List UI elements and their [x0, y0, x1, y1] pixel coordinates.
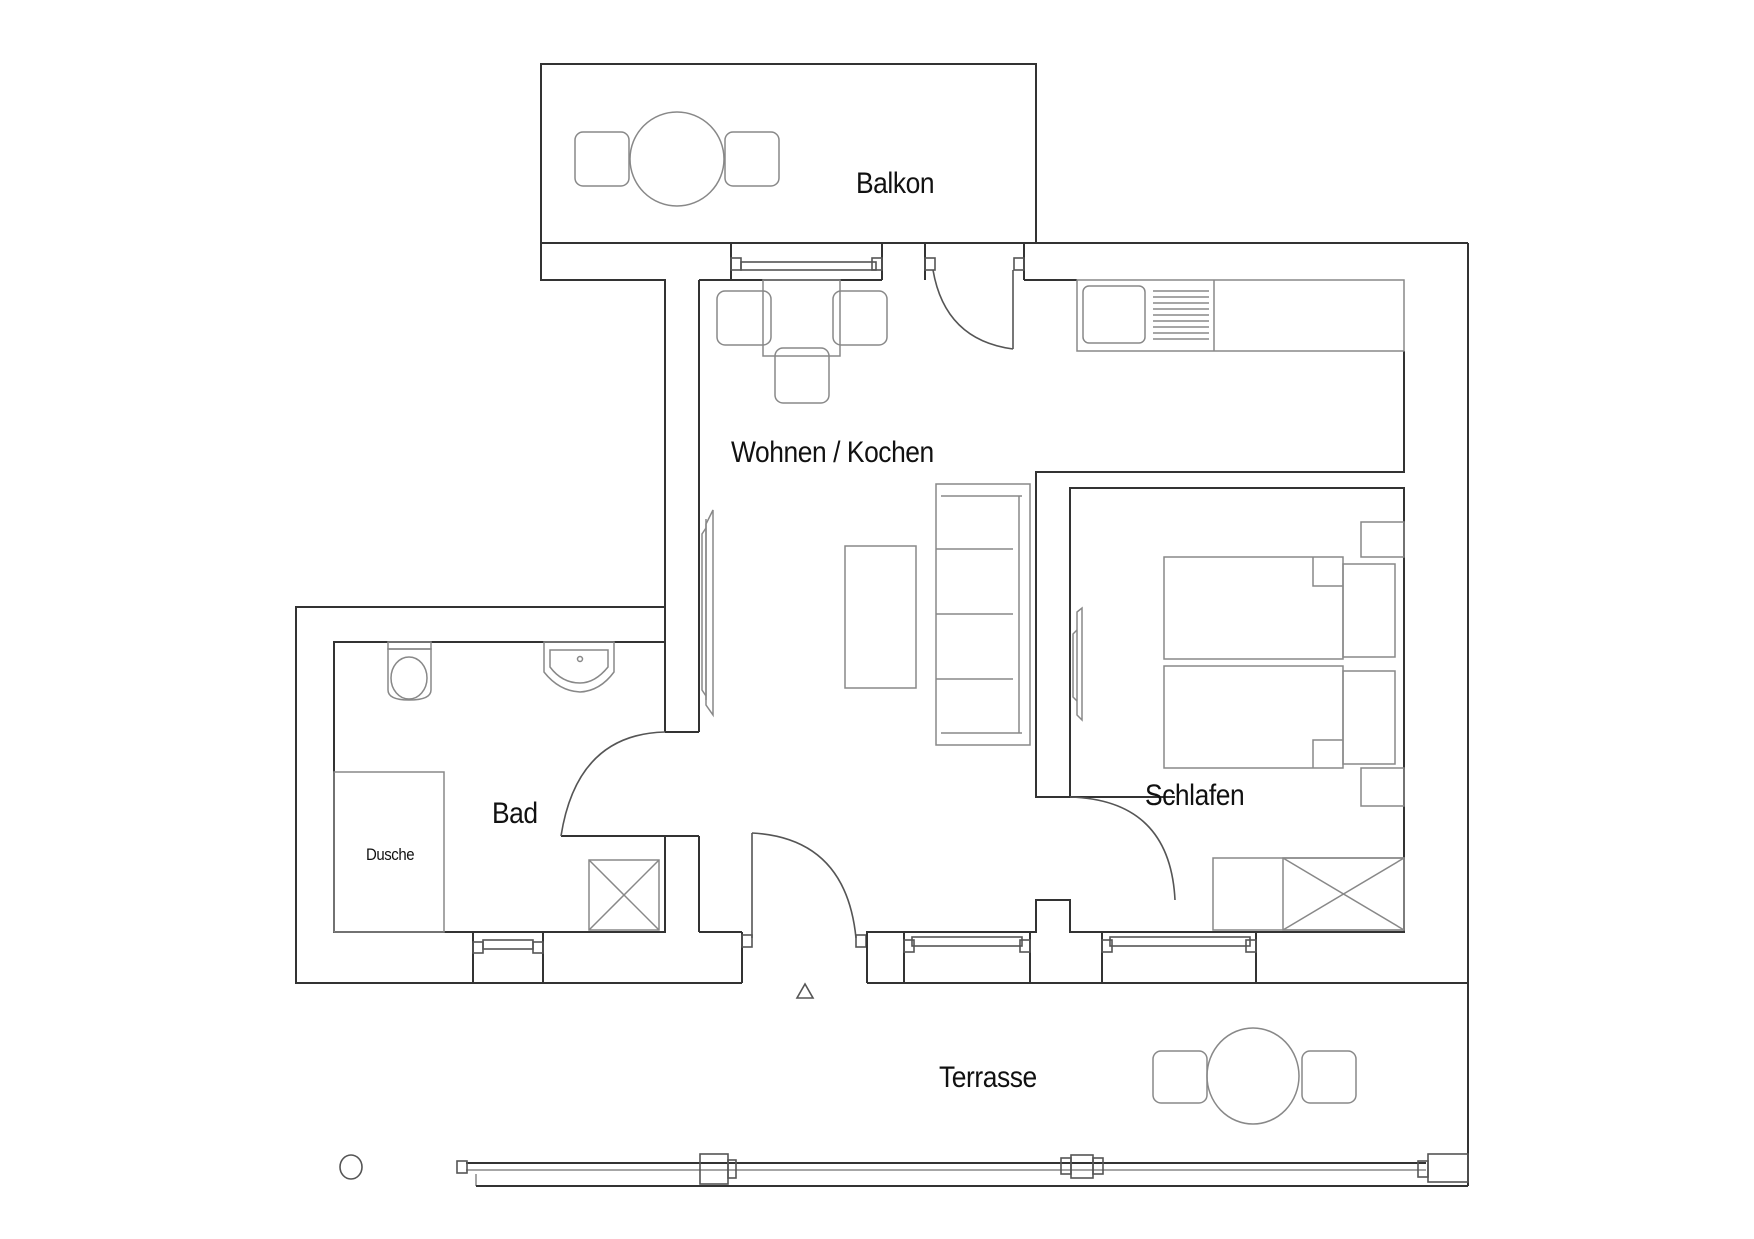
- bedroom-window: [1101, 932, 1257, 983]
- room-label-dusche: Dusche: [366, 845, 415, 864]
- bath-window: [472, 932, 544, 983]
- entrance-door: [741, 832, 867, 948]
- dining-set: [716, 279, 888, 404]
- bedroom-cabinet: [1212, 857, 1405, 931]
- bedroom-door: [1069, 796, 1176, 901]
- circle-marker-icon: [339, 1154, 363, 1180]
- interior-walls: [333, 280, 1405, 983]
- room-label-balkon: Balkon: [856, 167, 935, 200]
- toilet: [387, 641, 432, 701]
- tv-unit: [701, 509, 714, 718]
- bedroom-wardrobe-panel: [1072, 606, 1083, 722]
- kitchen-counter: [1076, 279, 1405, 352]
- living-window: [866, 932, 1031, 983]
- balcony-table-set: [574, 111, 780, 207]
- balcony-outline: [540, 63, 1037, 244]
- sink-drainboard-icon: [1153, 290, 1209, 340]
- terrace-railing: [456, 1153, 1469, 1187]
- shower-tray: [333, 771, 445, 933]
- room-label-bad: Bad: [492, 797, 538, 830]
- sofa: [935, 483, 1031, 746]
- outer-walls: [295, 242, 1469, 1186]
- terrace-table-set: [1152, 1027, 1357, 1125]
- coffee-table: [844, 545, 917, 689]
- entrance-triangle-icon: [795, 982, 815, 999]
- room-label-schlafen: Schlafen: [1145, 779, 1245, 812]
- balcony-door: [924, 257, 1025, 350]
- room-label-terrasse: Terrasse: [939, 1061, 1037, 1094]
- room-label-wohnen-kochen: Wohnen / Kochen: [731, 436, 934, 469]
- double-bed: [1163, 556, 1396, 769]
- nightstands: [1360, 521, 1405, 807]
- balcony-window: [730, 257, 883, 271]
- bath-door: [560, 731, 666, 837]
- bath-cabinet: [588, 859, 660, 931]
- washbasin: [543, 641, 615, 693]
